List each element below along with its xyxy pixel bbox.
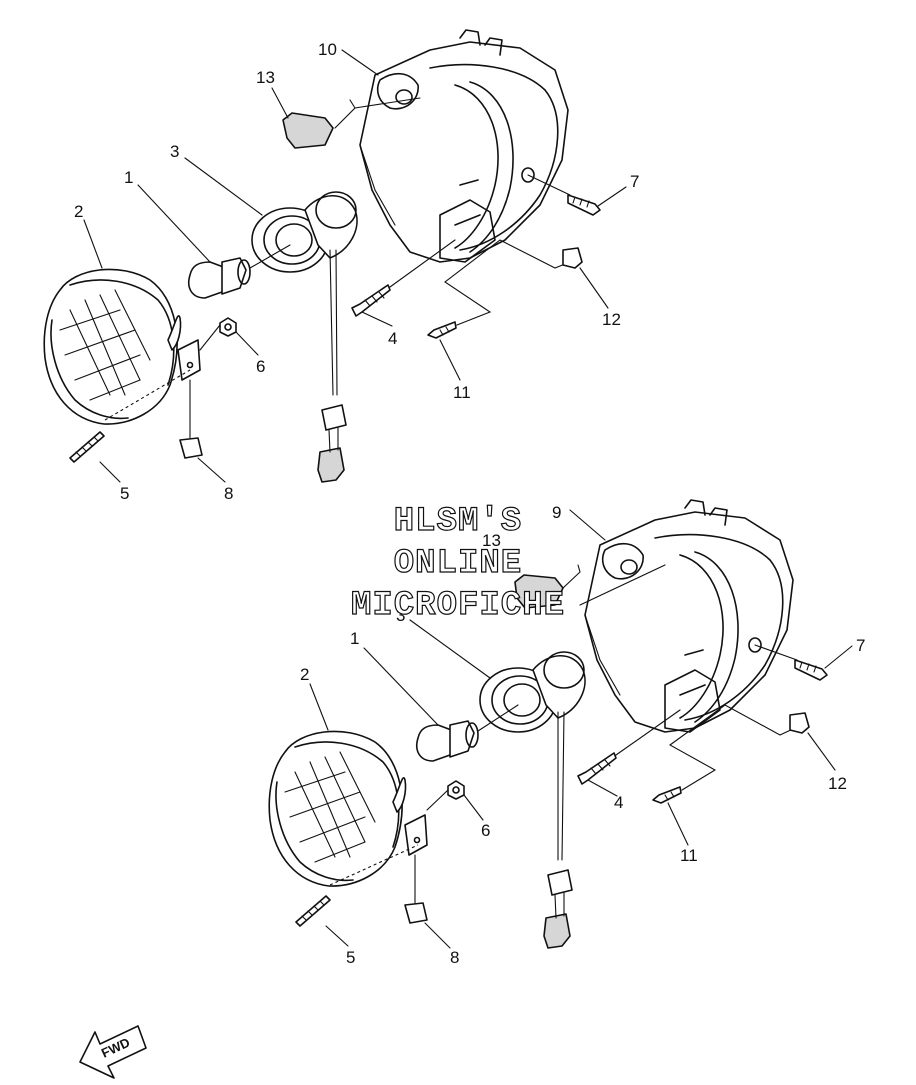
watermark-line-1: HLSM'S	[394, 503, 522, 541]
lower-screw-11	[652, 786, 682, 804]
upper-lens-unit	[43, 268, 201, 425]
lower-callout-7: 7	[856, 636, 865, 655]
lower-socket	[479, 651, 586, 733]
upper-screw-11	[427, 321, 457, 339]
lower-callout-5: 5	[346, 948, 355, 967]
upper-callout-13: 13	[256, 68, 275, 87]
lower-housing	[584, 499, 794, 733]
lower-screw-7	[794, 659, 828, 681]
upper-callout-5: 5	[120, 484, 129, 503]
upper-callout-7: 7	[630, 172, 639, 191]
lower-callout-2: 2	[300, 665, 309, 684]
upper-screw-7	[567, 194, 601, 216]
upper-callout-10: 10	[318, 40, 337, 59]
upper-callout-2: 2	[74, 202, 83, 221]
upper-callout-11: 11	[453, 383, 471, 402]
lower-callout-1: 1	[350, 629, 359, 648]
upper-callout-6: 6	[256, 357, 265, 376]
lower-rubber-piece	[514, 574, 564, 609]
fwd-arrow-icon: FWD	[79, 1025, 147, 1079]
lower-callout-6: 6	[481, 821, 490, 840]
upper-callout-4: 4	[388, 329, 397, 348]
upper-screw-4	[351, 284, 391, 317]
upper-socket	[251, 191, 358, 273]
lower-callout-13: 13	[482, 531, 501, 550]
watermark-line-3: MICROFICHE	[351, 587, 565, 625]
lower-callout-4: 4	[614, 793, 623, 812]
upper-leader-lines	[83, 49, 627, 483]
upper-callout-3: 3	[170, 142, 179, 161]
lower-leader-lines	[309, 509, 853, 949]
upper-callout-1: 1	[124, 168, 133, 187]
lower-callout-11: 11	[680, 846, 698, 865]
upper-callout-12: 12	[602, 310, 621, 329]
lower-nut-6	[447, 780, 465, 800]
lower-callouts: 1 2 3 4 5 6 7 8 9 11 12 13	[300, 503, 865, 967]
lower-clip-8	[404, 902, 428, 924]
lower-callout-8: 8	[450, 948, 459, 967]
upper-nut-6	[219, 317, 237, 337]
lower-screw-4	[577, 752, 617, 785]
upper-housing	[359, 29, 569, 263]
lower-clip-12	[789, 712, 810, 734]
upper-clip-12	[562, 247, 583, 269]
lower-lens-unit	[268, 730, 428, 887]
lower-assembly	[268, 499, 828, 949]
watermark: HLSM'S ONLINE MICROFICHE	[350, 502, 565, 625]
lower-callout-9: 9	[552, 503, 561, 522]
upper-clip-8	[179, 437, 203, 459]
upper-bulb	[188, 244, 291, 299]
upper-rubber-piece	[282, 112, 334, 149]
upper-spring-screw-5	[69, 431, 105, 463]
lower-callout-12: 12	[828, 774, 847, 793]
upper-callout-8: 8	[224, 484, 233, 503]
lower-bulb	[416, 704, 519, 762]
upper-assembly	[43, 29, 601, 483]
upper-callouts: 1 2 3 4 5 6 7 8 10 11 12 13	[74, 40, 639, 503]
lower-spring-screw-5	[295, 895, 331, 927]
lower-callout-3: 3	[396, 606, 405, 625]
watermark-line-2: ONLINE	[394, 545, 522, 583]
